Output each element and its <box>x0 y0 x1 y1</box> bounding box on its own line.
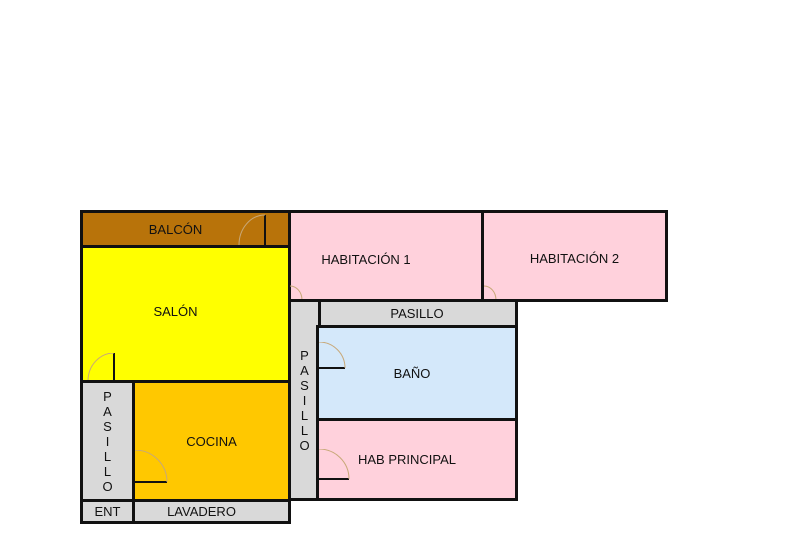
room-label-hab-principal: HAB PRINCIPAL <box>357 452 456 467</box>
room-label-habitacion-2: HABITACIÓN 2 <box>529 250 620 266</box>
room-ent: ENT <box>80 499 135 524</box>
room-label-bano: BAÑO <box>393 365 431 381</box>
room-label-cocina: COCINA <box>186 433 237 449</box>
room-label-salon: SALÓN <box>153 304 198 319</box>
room-cocina: COCINA <box>132 380 291 502</box>
room-label-pasillo-center: P A S I L L O <box>299 348 310 453</box>
room-balcon: BALCÓN <box>80 210 291 248</box>
room-label-habitacion-1: HABITACIÓN 1 <box>321 252 411 267</box>
room-label-balcon: BALCÓN <box>148 221 203 237</box>
room-habitacion-1: HABITACIÓN 1 <box>288 210 484 302</box>
room-bano: BAÑO <box>316 325 518 421</box>
room-label-lavadero: LAVADERO <box>167 504 236 519</box>
room-habitacion-2: HABITACIÓN 2 <box>481 210 668 302</box>
room-label-pasillo-left: P A S I L L O <box>102 388 113 494</box>
room-label-pasillo-top: PASILLO <box>390 306 444 321</box>
room-pasillo-left: P A S I L L O <box>80 380 135 502</box>
room-label-ent: ENT <box>94 504 121 519</box>
room-lavadero: LAVADERO <box>132 499 291 524</box>
room-salon: SALÓN <box>80 245 291 383</box>
room-pasillo-top: PASILLO <box>316 299 518 328</box>
room-hab-principal: HAB PRINCIPAL <box>316 418 518 501</box>
